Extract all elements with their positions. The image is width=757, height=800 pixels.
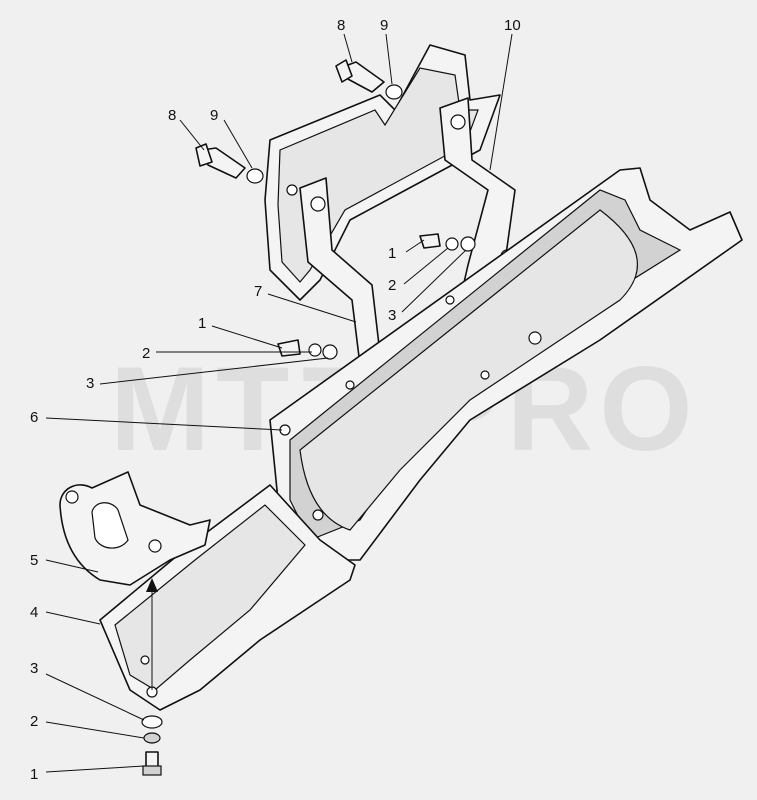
bolt-8-lower bbox=[195, 143, 246, 179]
callout-1-bottom: 1 bbox=[30, 766, 38, 783]
washer-2-middle bbox=[308, 343, 322, 357]
callout-9-upper: 9 bbox=[380, 17, 388, 34]
callout-8-upper: 8 bbox=[337, 17, 345, 34]
callout-3-middle: 3 bbox=[86, 375, 94, 392]
washer-3-upper bbox=[460, 236, 476, 252]
assembly-arrow bbox=[146, 578, 158, 690]
washer-2-upper bbox=[445, 237, 459, 251]
leader-lines bbox=[45, 33, 513, 773]
callout-6: 6 bbox=[30, 409, 38, 426]
callout-4: 4 bbox=[30, 604, 38, 621]
bolt-8-upper bbox=[335, 59, 385, 93]
washer-2-bottom bbox=[143, 732, 161, 744]
callout-8-lower: 8 bbox=[168, 107, 176, 124]
heat-shield-trough-6 bbox=[269, 167, 743, 561]
callout-labels: 8 9 10 8 9 1 2 3 7 1 2 3 6 5 4 3 2 1 bbox=[30, 17, 521, 783]
bolt-1-upper bbox=[419, 233, 441, 249]
washer-3-middle bbox=[322, 344, 338, 360]
callout-5: 5 bbox=[30, 552, 38, 569]
bolt-1-bottom bbox=[142, 751, 162, 776]
washer-9-upper bbox=[385, 84, 403, 100]
callout-10: 10 bbox=[504, 17, 521, 34]
callout-2-middle: 2 bbox=[142, 345, 150, 362]
callout-9-lower: 9 bbox=[210, 107, 218, 124]
callout-3-bottom: 3 bbox=[30, 660, 38, 677]
callout-1-middle: 1 bbox=[198, 315, 206, 332]
callout-2-upper: 2 bbox=[388, 277, 396, 294]
callout-1-upper: 1 bbox=[388, 245, 396, 262]
washer-9-lower bbox=[246, 168, 264, 184]
washer-3-bottom bbox=[141, 715, 163, 729]
callout-7: 7 bbox=[254, 283, 262, 300]
callout-3-upper: 3 bbox=[388, 307, 396, 324]
support-bracket-5 bbox=[59, 471, 211, 586]
front-cover-4 bbox=[99, 484, 356, 711]
callout-2-bottom: 2 bbox=[30, 713, 38, 730]
